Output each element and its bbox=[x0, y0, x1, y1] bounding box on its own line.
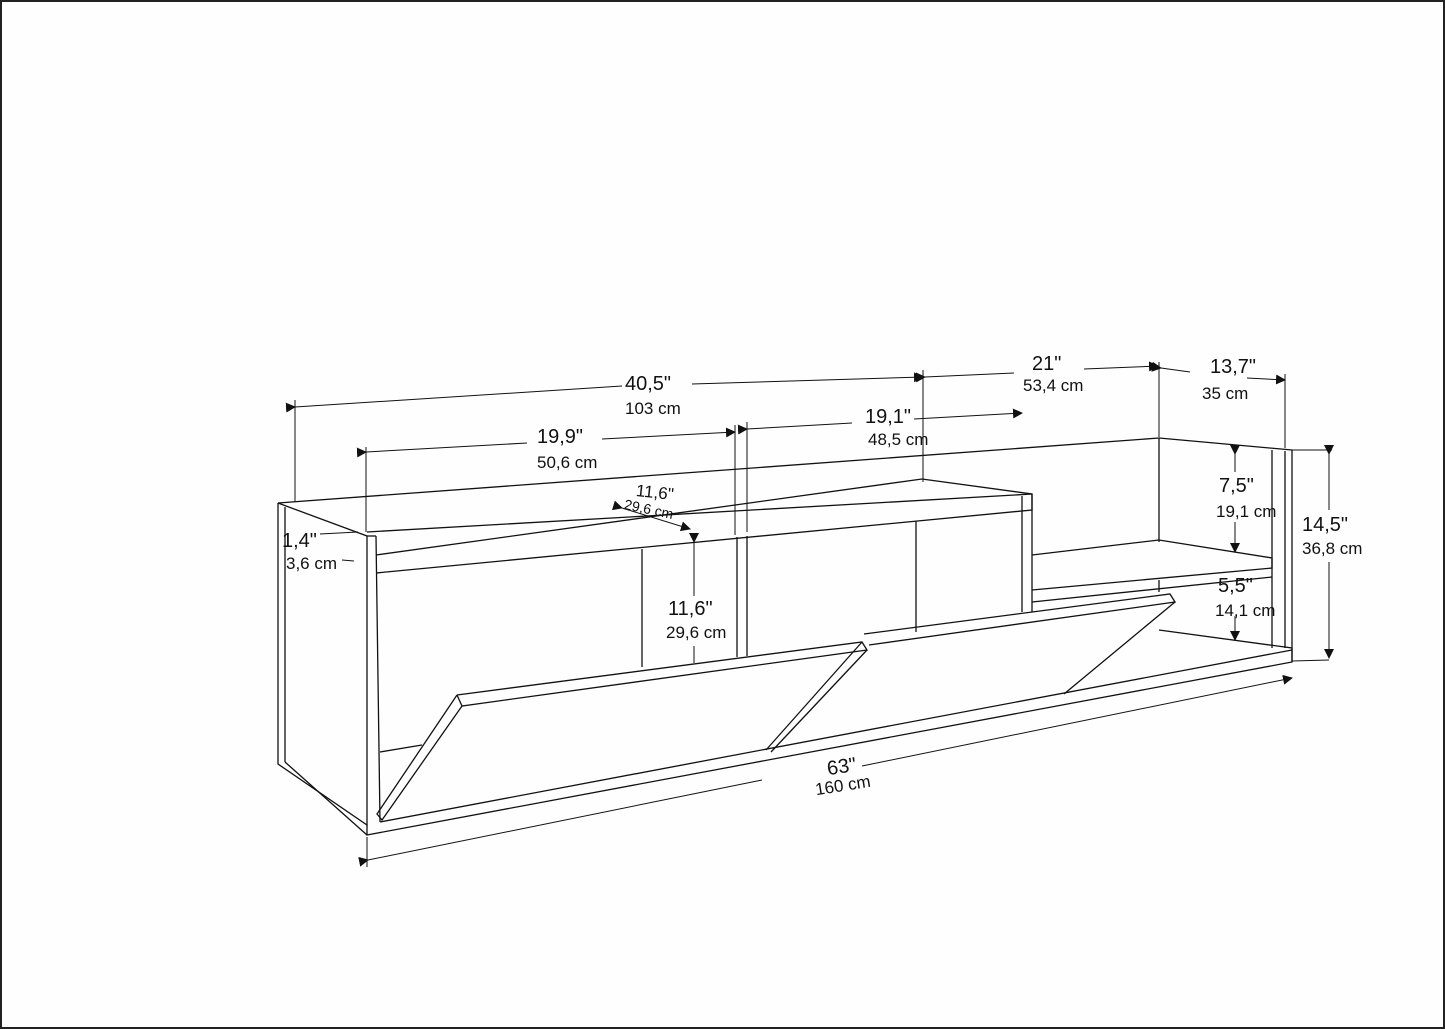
dim-lower-shelf-cm: 14,1 cm bbox=[1215, 601, 1276, 620]
dim-top-middle-in: 21" bbox=[1032, 353, 1062, 375]
dim-top-total-in: 40,5" bbox=[625, 373, 672, 395]
dim-compartment-height-in: 11,6" bbox=[668, 598, 713, 620]
dim-panel-thickness-in: 1,4" bbox=[282, 530, 317, 552]
dim-total-height-cm: 36,8 cm bbox=[1302, 539, 1363, 558]
dim-panel-thickness-cm: 3,6 cm bbox=[286, 554, 338, 573]
dim-inner-left-in: 19,9" bbox=[537, 426, 584, 448]
dim-inner-right-cm: 48,5 cm bbox=[868, 430, 929, 449]
dim-inner-left-cm: 50,6 cm bbox=[537, 453, 598, 472]
dimension-lines bbox=[285, 361, 1334, 867]
dim-compartment-height-cm: 29,6 cm bbox=[666, 623, 727, 642]
dim-upper-shelf-in: 7,5" bbox=[1219, 475, 1254, 497]
furniture-outline bbox=[277, 437, 1293, 836]
dim-inner-right-in: 19,1" bbox=[865, 406, 912, 428]
dim-upper-shelf-cm: 19,1 cm bbox=[1216, 502, 1277, 521]
dim-total-height-in: 14,5" bbox=[1302, 514, 1349, 536]
dim-lower-shelf-in: 5,5" bbox=[1218, 575, 1253, 597]
dim-top-total-cm: 103 cm bbox=[625, 399, 681, 418]
dim-top-middle-cm: 53,4 cm bbox=[1023, 376, 1084, 395]
dim-top-right-cm: 35 cm bbox=[1202, 384, 1249, 403]
dim-top-right-in: 13,7" bbox=[1210, 356, 1257, 378]
